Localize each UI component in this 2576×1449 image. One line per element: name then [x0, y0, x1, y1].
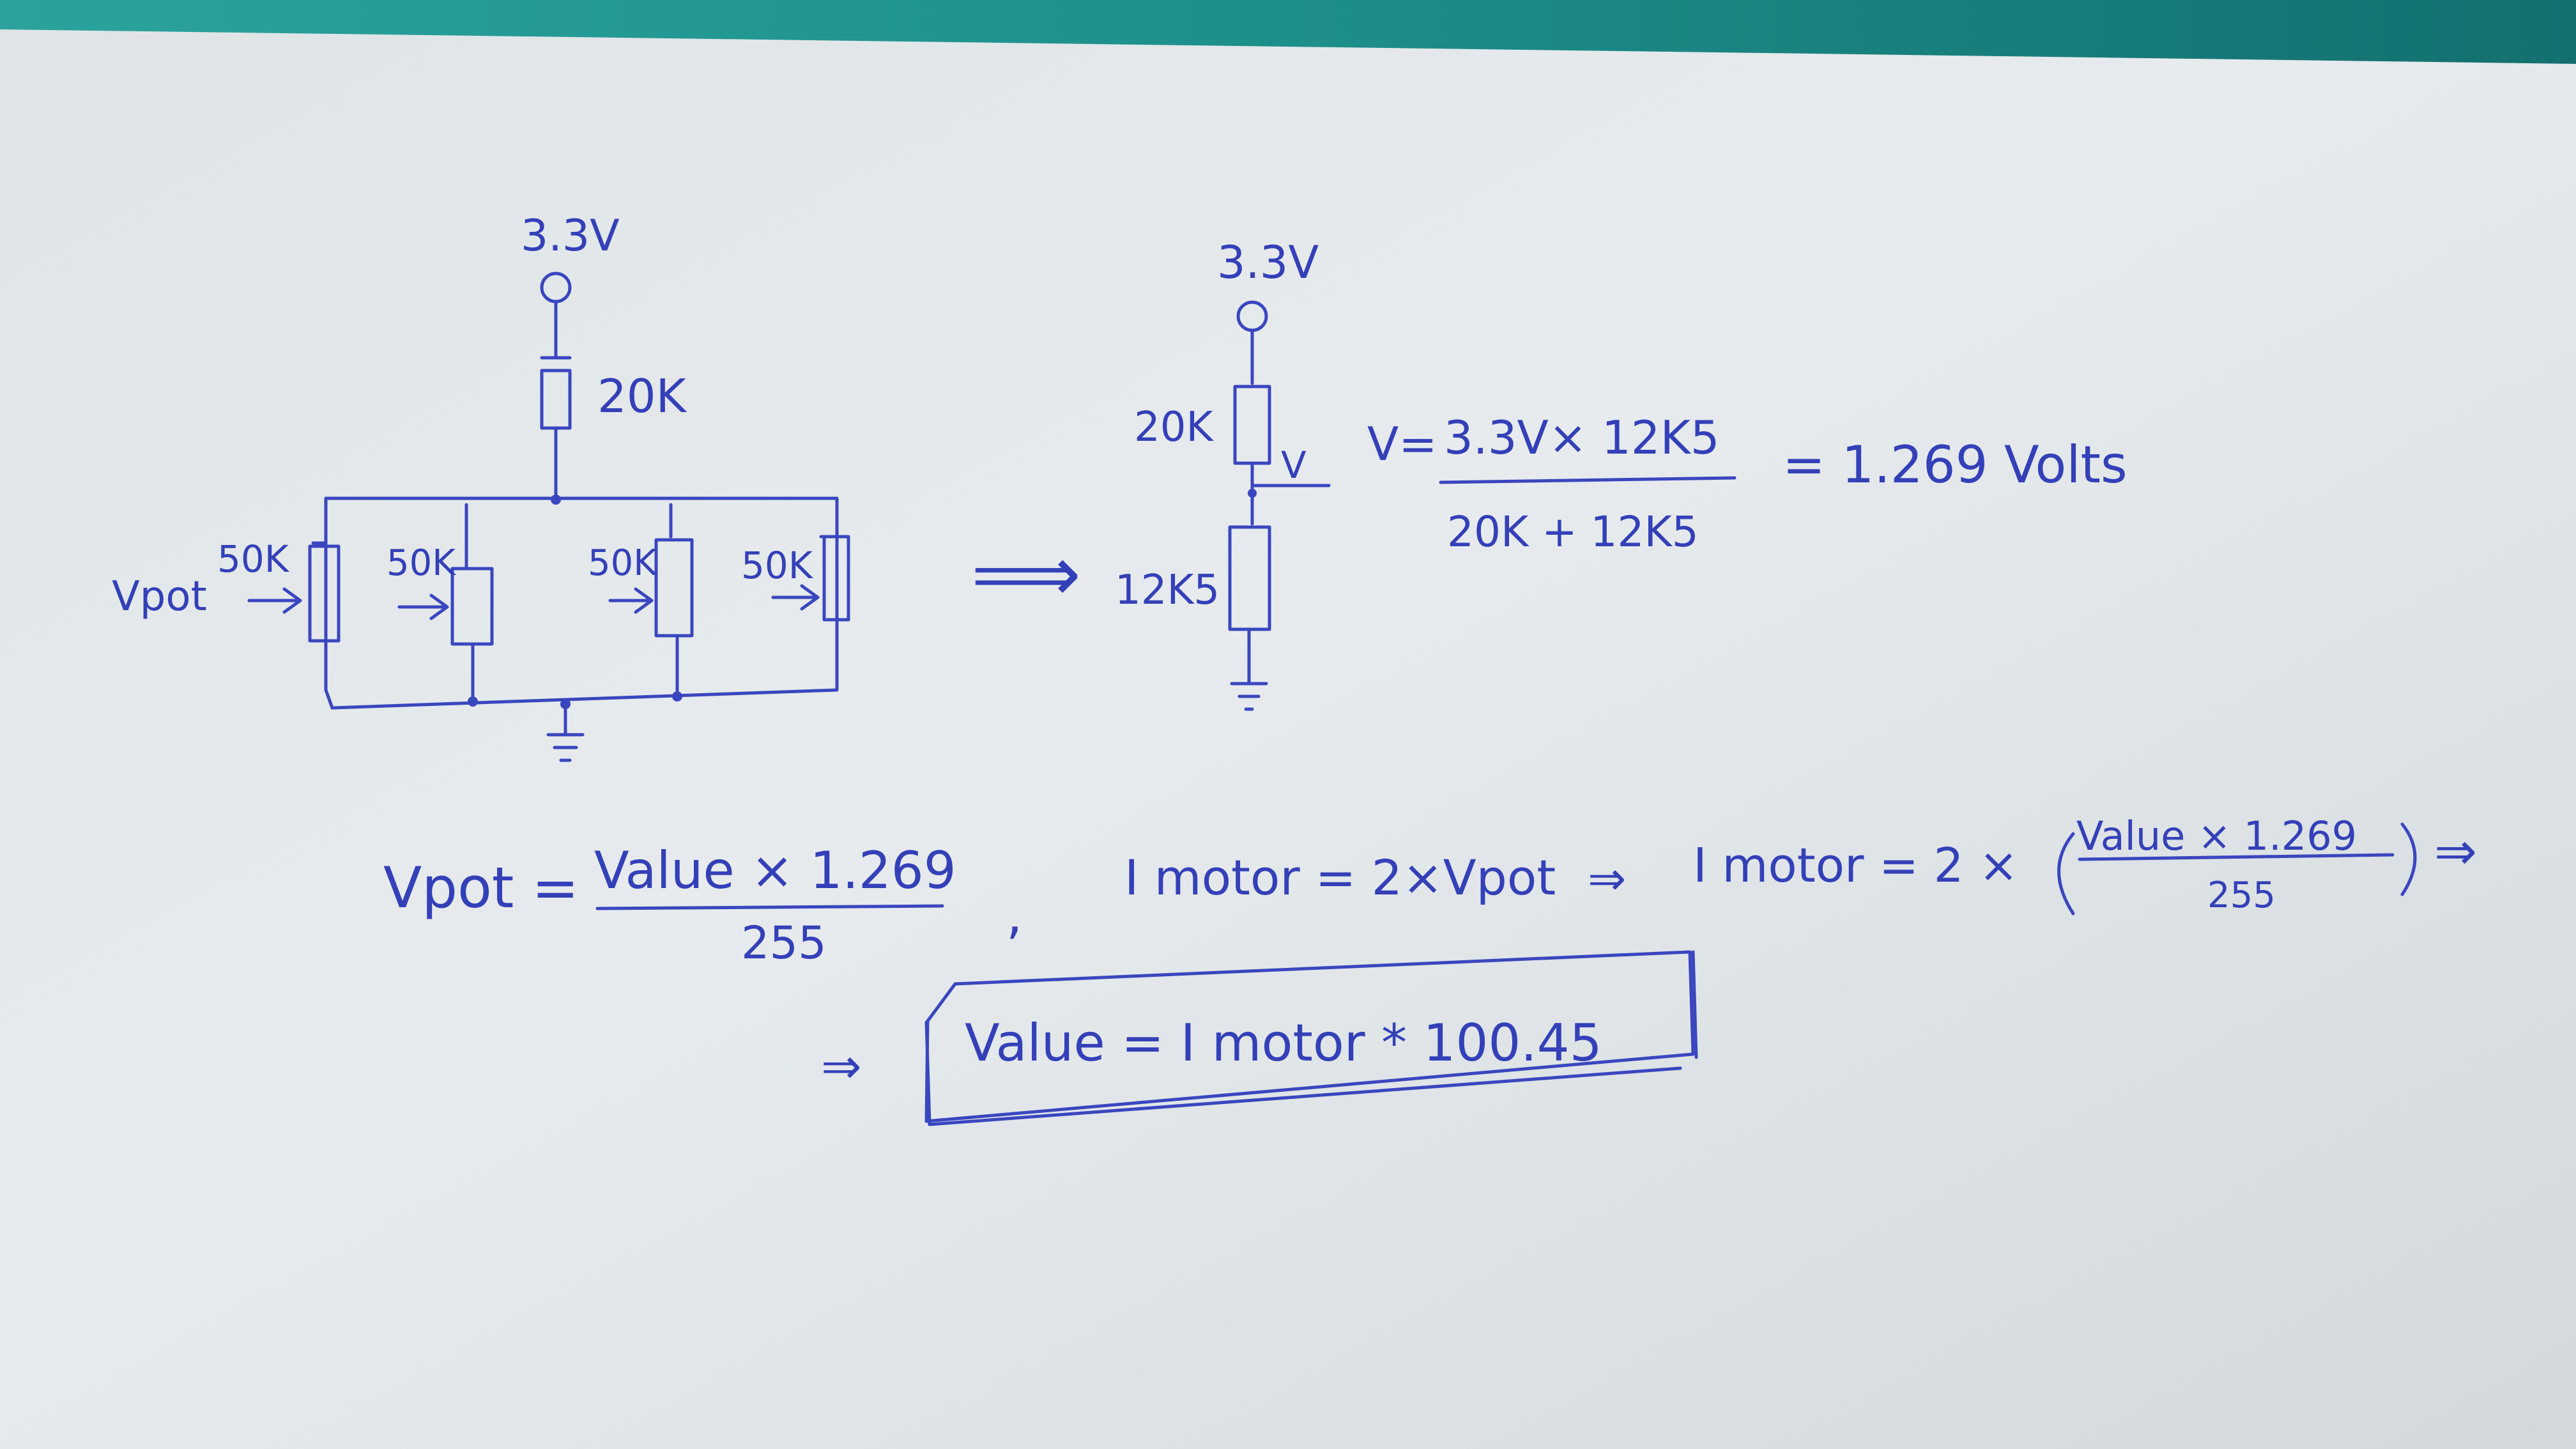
vpot-separator: ,	[1006, 885, 1022, 945]
vpot-numerator: Value × 1.269	[594, 841, 956, 900]
left-top-resistor-label: 20K	[597, 369, 687, 423]
pot-3	[608, 503, 694, 702]
pot-label-3: 50K	[588, 542, 657, 584]
voltage-result: = 1.269 Volts	[1782, 435, 2128, 494]
right-top-resistor-label: 20K	[1134, 404, 1214, 451]
left-circuit: 3.3V 20K	[112, 211, 850, 762]
node-voltage-label: V	[1281, 443, 1307, 487]
imotor-formula: I motor = 2×Vpot ⇒ I motor = 2 × Value ×…	[1124, 813, 2477, 916]
pot-4	[771, 535, 850, 622]
voltage-numerator: 3.3V× 12K5	[1444, 411, 1720, 464]
imotor-implies1: ⇒	[1588, 852, 1626, 905]
equivalent-arrow: ⟹	[971, 530, 1081, 619]
pot-label-4: 50K	[741, 544, 814, 587]
final-result: ⇒ Value = I motor * 100.45	[821, 950, 1698, 1126]
pot-1	[247, 541, 341, 692]
final-implies: ⇒	[821, 1038, 862, 1094]
imotor-part2: I motor = 2 ×	[1693, 838, 2018, 893]
right-bottom-resistor-label: 12K5	[1115, 567, 1220, 614]
imotor-denominator: 255	[2207, 875, 2276, 916]
imotor-implies2: ⇒	[2434, 822, 2477, 881]
imotor-numerator: Value × 1.269	[2076, 813, 2357, 859]
pot-label-2: 50K	[387, 542, 456, 584]
vpot-lhs: Vpot =	[383, 855, 579, 921]
vpot-label: Vpot	[112, 573, 207, 620]
right-circuit: 3.3V 20K V 12K5	[1115, 236, 1331, 711]
pot-label-1: 50K	[217, 537, 290, 581]
pot-2	[397, 503, 494, 707]
result-box	[924, 950, 1695, 1123]
voltage-lhs: V=	[1367, 417, 1438, 471]
left-supply-label: 3.3V	[521, 211, 620, 261]
paper-sheet	[0, 29, 2576, 1449]
voltage-formula: V= 3.3V× 12K5 20K + 12K5 = 1.269 Volts	[1367, 411, 2128, 556]
imotor-part1: I motor = 2×Vpot	[1124, 849, 1556, 906]
right-supply-label: 3.3V	[1217, 236, 1319, 289]
vpot-formula: Vpot = Value × 1.269 255 ,	[383, 841, 1022, 969]
voltage-denominator: 20K + 12K5	[1447, 507, 1699, 556]
vpot-denominator: 255	[741, 917, 827, 969]
final-text: Value = I motor * 100.45	[965, 1013, 1602, 1073]
